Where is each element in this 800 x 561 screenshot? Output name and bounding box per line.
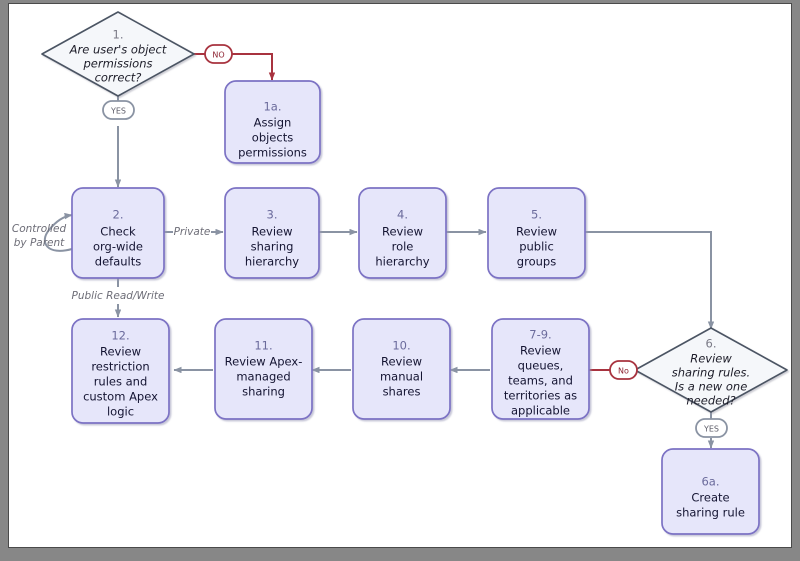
edge-2-self-loop — [43, 212, 73, 252]
node-5-line-1: Review — [516, 225, 557, 239]
edge-label-private: Private — [174, 226, 211, 238]
node-1a-line-3: permissions — [238, 146, 307, 160]
node-6a-create-sharing-rule[interactable]: 6a. Create sharing rule — [661, 448, 760, 535]
edge-label-badge-yes-6: YES — [695, 418, 728, 438]
node-12-number: 12. — [111, 329, 129, 343]
node-7-9-line-2: queues, — [518, 359, 564, 373]
node-7-9-line-1: Review — [520, 344, 561, 358]
node-1-line-1: Are user's object — [69, 43, 167, 57]
node-10-number: 10. — [392, 339, 410, 353]
controlled-by-parent-line-1: Controlled — [12, 223, 67, 235]
node-7-9-line-5: applicable — [511, 404, 570, 418]
node-5-number: 5. — [531, 208, 542, 222]
flowchart-svg: 1. Are user's object permissions correct… — [12, 11, 788, 535]
node-6-line-1: Review — [690, 352, 732, 366]
badge-yes-6-label: YES — [703, 424, 719, 433]
node-2-line-2: org-wide — [93, 240, 143, 254]
node-6a-number: 6a. — [701, 475, 719, 489]
node-11-line-1: Review Apex- — [225, 355, 303, 369]
node-11-number: 11. — [254, 339, 272, 353]
controlled-by-parent-line-2: by Parent — [14, 237, 65, 249]
node-1-number: 1. — [113, 28, 124, 42]
node-12-review-restriction-rules-custom-apex[interactable]: 12. Review restriction rules and custom … — [71, 318, 170, 424]
node-3-line-3: hierarchy — [245, 255, 299, 269]
node-1a-line-1: Assign — [254, 116, 292, 130]
node-6a-line-1: Create — [691, 491, 729, 505]
node-2-check-org-wide-defaults[interactable]: 2. Check org-wide defaults — [71, 187, 165, 279]
edge-1-to-1a — [194, 53, 276, 81]
node-4-number: 4. — [397, 208, 408, 222]
node-6a-line-2: sharing rule — [676, 506, 745, 520]
node-7-9-line-3: teams, and — [508, 374, 573, 388]
node-12-line-5: logic — [107, 405, 134, 419]
edge-label-badge-no-6: No — [609, 360, 638, 380]
node-1-line-2: permissions — [83, 57, 153, 71]
node-6-line-4: needed? — [686, 394, 735, 408]
node-1a-number: 1a. — [263, 100, 281, 114]
edge-label-public-read-write: Public Read/Write — [72, 290, 165, 302]
node-7-9-number: 7-9. — [529, 328, 551, 342]
node-3-review-sharing-hierarchy[interactable]: 3. Review sharing hierarchy — [224, 187, 320, 279]
node-3-line-2: sharing — [251, 240, 294, 254]
edge-label-controlled-by-parent: Controlled by Parent — [12, 223, 67, 249]
node-5-line-3: groups — [517, 255, 556, 269]
node-4-line-3: hierarchy — [375, 255, 429, 269]
node-1-decision-object-permissions[interactable]: 1. Are user's object permissions correct… — [41, 11, 195, 97]
node-2-line-3: defaults — [95, 255, 141, 269]
node-2-number: 2. — [113, 208, 124, 222]
node-3-line-1: Review — [251, 225, 292, 239]
edge-label-badge-yes-1: YES — [102, 100, 135, 120]
node-12-line-1: Review — [100, 345, 141, 359]
badge-yes-label: YES — [110, 106, 126, 115]
node-12-line-2: restriction — [91, 360, 149, 374]
badge-no-6-label: No — [618, 366, 629, 375]
node-4-line-1: Review — [382, 225, 423, 239]
edge-5-to-6 — [585, 231, 715, 330]
node-2-line-1: Check — [100, 225, 136, 239]
node-6-line-2: sharing rules. — [672, 366, 750, 380]
node-5-review-public-groups[interactable]: 5. Review public groups — [487, 187, 586, 279]
edge-label-badge-no-1: NO — [204, 44, 233, 64]
node-6-decision-sharing-rules[interactable]: 6. Review sharing rules. Is a new one ne… — [634, 327, 788, 413]
node-1a-line-2: objects — [252, 131, 293, 145]
node-4-review-role-hierarchy[interactable]: 4. Review role hierarchy — [358, 187, 447, 279]
diagram-canvas: 1. Are user's object permissions correct… — [8, 3, 792, 548]
node-4-line-2: role — [392, 240, 414, 254]
node-1-line-3: correct? — [95, 71, 142, 85]
node-5-line-2: public — [519, 240, 554, 254]
node-7-9-review-queues-teams-territories[interactable]: 7-9. Review queues, teams, and territori… — [491, 318, 590, 420]
node-11-line-2: managed — [236, 370, 290, 384]
node-1a-assign-objects-permissions[interactable]: 1a. Assign objects permissions — [224, 80, 321, 164]
node-11-review-apex-managed-sharing[interactable]: 11. Review Apex- managed sharing — [214, 318, 313, 420]
badge-no-label: NO — [212, 50, 224, 59]
node-10-line-3: shares — [383, 385, 421, 399]
node-10-line-2: manual — [380, 370, 423, 384]
node-6-line-3: Is a new one — [675, 380, 748, 394]
node-7-9-line-4: territories as — [504, 389, 577, 403]
node-12-line-4: custom Apex — [83, 390, 158, 404]
node-10-line-1: Review — [381, 355, 422, 369]
node-3-number: 3. — [267, 208, 278, 222]
node-10-review-manual-shares[interactable]: 10. Review manual shares — [352, 318, 451, 420]
node-6-number: 6. — [706, 337, 717, 351]
node-11-line-3: sharing — [242, 385, 285, 399]
node-12-line-3: rules and — [94, 375, 148, 389]
